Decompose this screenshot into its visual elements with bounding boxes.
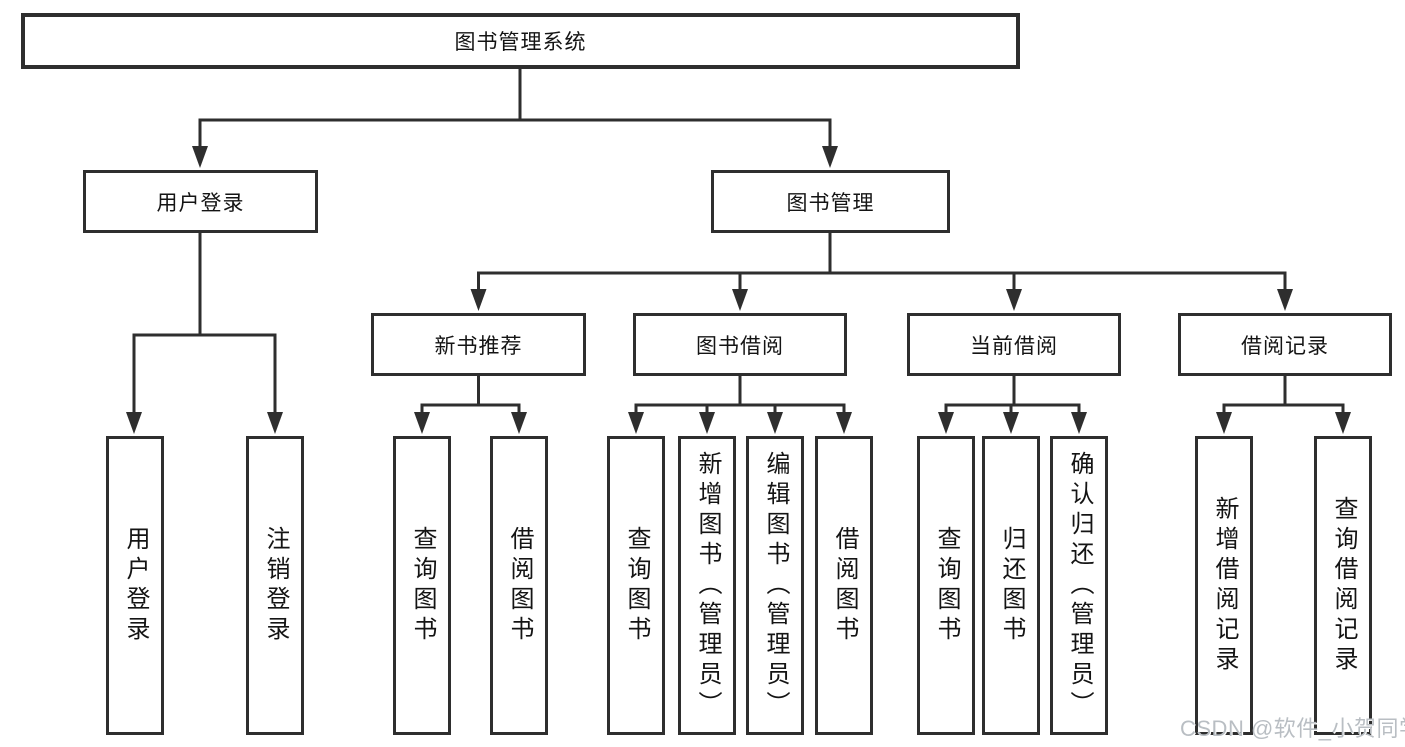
- node-label: 借阅图书: [506, 525, 533, 646]
- node-query-books-1: 查询图书: [393, 436, 451, 735]
- node-add-borrow-record: 新增借阅记录: [1195, 436, 1253, 735]
- node-logout-leaf: 注销登录: [246, 436, 304, 735]
- node-label: 图书管理: [786, 191, 875, 215]
- node-return-books: 归还图书: [982, 436, 1040, 735]
- csdn-watermark: CSDN @软件_小贺同学: [1180, 716, 1405, 741]
- node-label: 用户登录: [156, 191, 245, 215]
- node-borrow-records: 借阅记录: [1178, 313, 1392, 376]
- node-label: 新增图书（管理员）: [694, 450, 721, 721]
- node-label: 借阅记录: [1241, 334, 1329, 358]
- node-label: 图书借阅: [696, 334, 784, 358]
- node-current-borrow: 当前借阅: [907, 313, 1121, 376]
- node-book-borrow: 图书借阅: [633, 313, 847, 376]
- node-book-management: 图书管理: [711, 170, 950, 233]
- node-user-login-leaf: 用户登录: [106, 436, 164, 735]
- node-label: 当前借阅: [970, 334, 1058, 358]
- node-label: 查询图书: [409, 525, 436, 646]
- node-label: 查询借阅记录: [1330, 495, 1357, 676]
- node-confirm-return-admin: 确认归还（管理员）: [1050, 436, 1108, 735]
- node-label: 新增借阅记录: [1211, 495, 1238, 676]
- node-query-books-3: 查询图书: [917, 436, 975, 735]
- node-label: 借阅图书: [831, 525, 858, 646]
- node-new-book-recommend: 新书推荐: [371, 313, 586, 376]
- node-query-borrow-record: 查询借阅记录: [1314, 436, 1372, 735]
- node-borrow-books-1: 借阅图书: [490, 436, 548, 735]
- node-borrow-books-2: 借阅图书: [815, 436, 873, 735]
- node-label: 新书推荐: [434, 334, 523, 358]
- node-edit-books-admin: 编辑图书（管理员）: [746, 436, 804, 735]
- node-root: 图书管理系统: [21, 13, 1020, 69]
- node-label: 编辑图书（管理员）: [762, 450, 789, 721]
- node-label: 注销登录: [262, 525, 289, 646]
- node-add-books-admin: 新增图书（管理员）: [678, 436, 736, 735]
- node-user-login: 用户登录: [83, 170, 318, 233]
- node-label: 归还图书: [998, 525, 1025, 646]
- node-query-books-2: 查询图书: [607, 436, 665, 735]
- node-label: 确认归还（管理员）: [1066, 450, 1093, 721]
- node-label: 用户登录: [122, 525, 149, 646]
- node-label: 查询图书: [933, 525, 960, 646]
- node-label: 图书管理系统: [454, 31, 587, 54]
- node-label: 查询图书: [623, 525, 650, 646]
